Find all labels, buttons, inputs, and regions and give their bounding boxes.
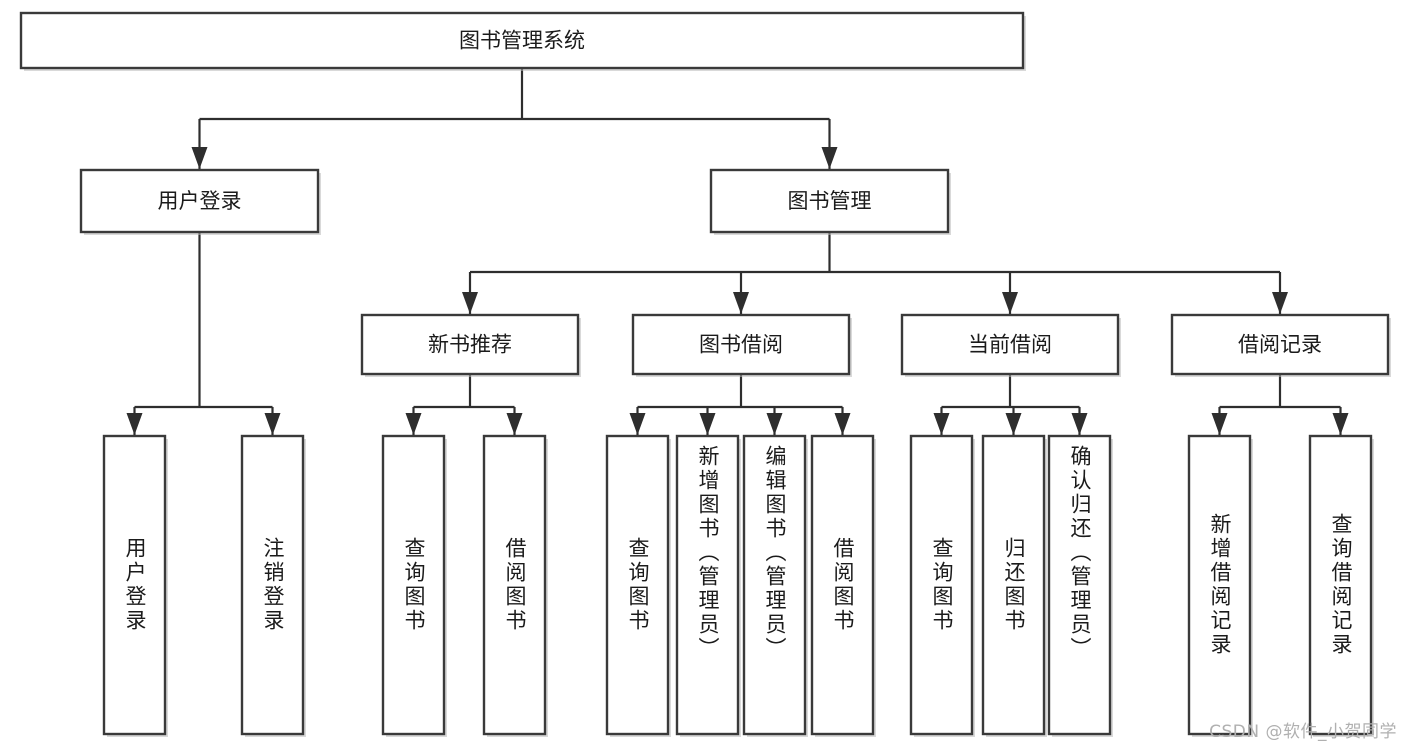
node-leaf-11[interactable]	[1187, 434, 1252, 736]
arrow-head-icon	[1071, 413, 1088, 435]
arrow-head-icon	[126, 413, 143, 435]
node-leaf-10[interactable]	[1047, 434, 1112, 736]
node-root-label: 图书管理系统	[459, 29, 585, 53]
arrow-head-icon	[821, 147, 838, 169]
node-leaf-3[interactable]	[482, 434, 547, 736]
node-leaf-12[interactable]	[1308, 434, 1373, 736]
arrow-head-icon	[733, 292, 749, 314]
arrow-head-icon	[1211, 413, 1228, 435]
node-level3-1[interactable]	[631, 313, 851, 376]
node-leaf-7[interactable]	[810, 434, 875, 736]
node-leaf-1[interactable]	[240, 434, 305, 736]
node-level2-label-1: 图书管理	[788, 189, 872, 213]
node-level2-0[interactable]	[79, 168, 320, 234]
node-level2-label-0: 用户登录	[158, 189, 242, 213]
node-leaf-8[interactable]	[909, 434, 974, 736]
node-level2-1[interactable]	[709, 168, 950, 234]
arrow-head-icon	[1272, 292, 1288, 314]
node-level3-label-0: 新书推荐	[428, 333, 512, 357]
arrow-head-icon	[191, 147, 208, 169]
arrow-head-icon	[405, 413, 422, 435]
node-leaf-6[interactable]	[742, 434, 807, 736]
arrow-head-icon	[933, 413, 950, 435]
node-leaf-0[interactable]	[102, 434, 167, 736]
node-level3-label-3: 借阅记录	[1238, 333, 1322, 357]
node-level3-0[interactable]	[360, 313, 580, 376]
arrow-head-icon	[629, 413, 646, 435]
node-level3-label-1: 图书借阅	[699, 333, 783, 357]
arrow-head-icon	[834, 413, 851, 435]
arrow-head-icon	[1332, 413, 1349, 435]
node-leaf-4[interactable]	[605, 434, 670, 736]
node-leaf-2[interactable]	[381, 434, 446, 736]
arrow-head-icon	[699, 413, 716, 435]
arrow-head-icon	[766, 413, 783, 435]
csdn-watermark: CSDN @软件_小贺同学	[1209, 722, 1397, 742]
node-root[interactable]	[19, 11, 1025, 70]
arrow-head-icon	[264, 413, 281, 435]
node-leaf-5[interactable]	[675, 434, 740, 736]
connector-lines-group	[126, 68, 1349, 435]
arrow-head-icon	[506, 413, 523, 435]
node-boxes-group	[19, 11, 1391, 737]
node-level3-label-2: 当前借阅	[968, 333, 1052, 357]
node-leaf-9[interactable]	[981, 434, 1046, 736]
node-level3-3[interactable]	[1170, 313, 1390, 376]
arrow-head-icon	[1005, 413, 1022, 435]
arrow-head-icon	[1002, 292, 1018, 314]
arrow-head-icon	[462, 292, 478, 314]
node-level3-2[interactable]	[900, 313, 1120, 376]
